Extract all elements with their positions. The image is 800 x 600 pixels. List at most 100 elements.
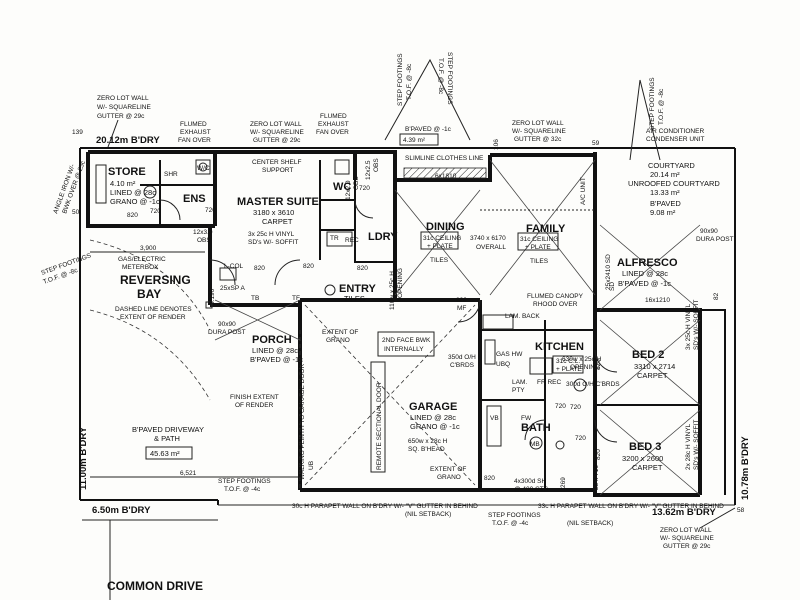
extent-grano-note: EXTENT OF [322,329,358,336]
ldry-label: LDRY [368,231,398,243]
boundary-bottom-right: 13.62m B'DRY [652,507,716,518]
dim-3900: 3,900 [140,245,157,252]
porch-label: PORCH [252,334,292,346]
center-shelf-note-b: SUPPORT [262,167,293,174]
step-footings-2: STEP FOOTINGS [446,52,453,105]
trough-mark: TR [330,235,339,242]
cbrds-note-b: C'BRDS [450,362,475,369]
dim-710: 25 x 710 [593,465,600,490]
slimline-note: SLIMLINE CLOTHES LINE [405,155,484,162]
master-suite-finish: CARPET [262,217,293,226]
dura-post-right: 90x90 [700,228,718,235]
courtyard-label: COURTYARD [648,161,695,170]
obs-1: 12x3.0 [193,229,213,236]
garage-finish: LINED @ 28c [410,413,456,422]
gas-hw: GAS HW [496,351,523,358]
dim-82: 82 [713,292,720,300]
opening-note-b: OPENING [397,268,404,298]
gas-meter-note: GAS/ELECTRIC [118,256,166,263]
store-finish2: GRANO @ -1c [110,197,160,206]
ubq: UBQ [496,361,510,368]
kitchen-ceiling-b: + PLATE [556,366,582,373]
mb-mark: MB [530,441,540,448]
alfresco-sd: 25x2410 SD [605,254,612,290]
lam-pty-b: PTY [512,387,525,394]
courtyard-desc: UNROOFED COURTYARD [628,179,720,188]
vinyl-bed3-b: SD's W/- SOFFIT [693,420,700,470]
dim-820-entry: 820 [303,263,314,270]
sd-mark: SD [609,282,616,291]
step-bottom-b: T.O.F. @ -4c [224,486,261,493]
porch-finish2: B'PAVED @ -1c [250,355,303,364]
entry-finish: TILES [344,294,365,303]
dim-820-master: 820 [254,265,265,272]
rec-mark: REC [345,237,359,244]
store-label: STORE [108,166,146,178]
extent-grano2: EXTENT OF [430,466,466,473]
dim-50: 50 [72,209,80,216]
dura-post-left: 90x90 [218,321,236,328]
dim-820-bed2: 820 [595,359,602,370]
alfresco-label: ALFRESCO [617,257,678,269]
dashed-render-note-b: EXTENT OF RENDER [120,314,186,321]
room-labels: STORE 4.10 m² LINED @ 28c GRANO @ -1c EN… [108,161,720,472]
store-area: 4.10 m² [110,179,136,188]
kitchen-opening: 630w x 25c H [562,356,602,363]
obs-3: 12x2.5 [365,160,372,180]
lam-back: LAM. BACK [505,313,540,320]
lcol: L-COL [224,263,244,270]
dim-820-bed3: 820 [595,449,602,460]
remote-door-note: REMOTE SECTIONAL DOOR [376,382,383,470]
kitchen-ceiling: 31c C.L. [556,358,580,365]
vinyl-bed2: 3x 25c H VINYL [685,303,692,350]
aircon-note: AIR CONDITIONER [646,128,704,135]
dim-6521: 6,521 [180,470,197,477]
entry-label: ENTRY [339,283,377,295]
step-bottom: STEP FOOTINGS [218,478,271,485]
tf: TF [292,295,300,302]
finish-render-note-b: OF RENDER [235,402,274,409]
alfresco-finish2: B'PAVED @ -1c [618,279,671,288]
finish-render-note: FINISH EXTENT [230,394,279,401]
porch-finish: LINED @ 28c [252,346,298,355]
step-footings-3: STEP FOOTINGS [649,77,656,130]
parapet-note-1: 30c H PARAPET WALL ON B'DRY W/- "V" GUTT… [292,503,478,510]
ac-unit: A/C UNIT [580,177,587,205]
center-shelf-note: CENTER SHELF [252,159,302,166]
family-tiles: TILES [530,258,549,265]
dim-720-bed: 720 [570,404,581,411]
garage-finish2: GRANO @ -1c [410,422,460,431]
flumed-canopy-note: FLUMED CANOPY [527,293,584,300]
fixtures [95,159,587,450]
vb-mark: VB [490,415,499,422]
step-bottom2-b: T.O.F. @ -4c [492,520,529,527]
ens-label: ENS [183,193,206,205]
zero-lot-note-4c: GUTTER @ 29c [663,543,711,550]
cbrds-note: 350d O/H [448,354,476,361]
flumed-note-1: FLUMED [180,121,207,128]
site-boundary [79,147,736,600]
overall-dim: 3740 x 6170 [470,235,506,242]
step-footings-1: STEP FOOTINGS [397,53,404,106]
extent-grano-note-b: GRANO [326,337,350,344]
store-finish: LINED @ 28c [110,188,156,197]
dining-ceiling-b: + PLATE [427,243,453,250]
master-suite-size: 3180 x 3610 [253,208,294,217]
dim-269: 269 [560,477,567,488]
dim-720-store: 720 [150,208,161,215]
step-footings-3b: T.O.F. @ -8c [658,88,665,125]
dashed-extents [89,167,595,490]
dimensions: 139 50 720 820 720 820 3,900 3.190 820 7… [72,129,745,514]
bed3-label: BED 3 [629,441,661,453]
boundary-labels: 20.12m B'DRY 11.00m B'DRY 6.50m B'DRY 13… [78,135,751,518]
courtyard-area2: 13.33 m² [650,188,680,197]
zero-lot-note-2b: W/- SQUARELINE [250,129,304,136]
dim-720-k: 720 [555,403,566,410]
master-suite-label: MASTER SUITE [237,196,319,208]
reversing-bay-label-2: BAY [137,287,161,301]
annotations: ZERO LOT WALL W/- SQUARELINE GUTTER @ 29… [40,52,736,593]
dim-720-ens: 720 [205,207,216,214]
step-bottom2: STEP FOOTINGS [488,512,541,519]
alfresco-window: 16x1210 [645,297,670,304]
